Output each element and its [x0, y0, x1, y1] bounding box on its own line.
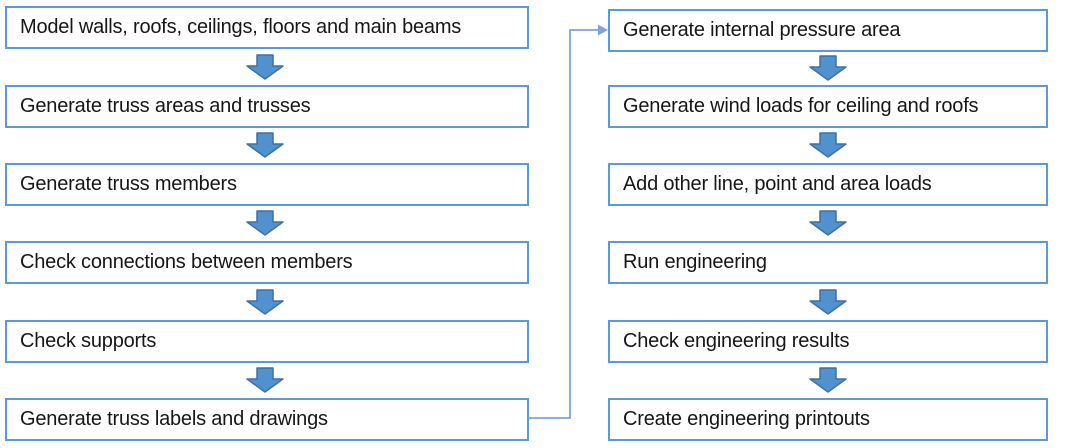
flow-step-right-5: Check engineering results — [608, 320, 1048, 363]
flow-step-left-4: Check connections between members — [5, 241, 529, 284]
flow-step-left-3: Generate truss members — [5, 163, 529, 206]
down-arrow-icon — [809, 289, 847, 315]
flow-step-left-2: Generate truss areas and trusses — [5, 85, 529, 128]
down-arrow-icon — [246, 367, 284, 393]
flow-step-label: Create engineering printouts — [623, 408, 870, 430]
flow-step-right-1: Generate internal pressure area — [608, 9, 1048, 52]
flow-step-right-2: Generate wind loads for ceiling and roof… — [608, 85, 1048, 128]
flow-step-label: Check supports — [20, 330, 157, 352]
flow-step-label: Add other line, point and area loads — [623, 173, 932, 195]
down-arrow-icon — [809, 367, 847, 393]
down-arrow-icon — [246, 210, 284, 236]
down-arrow-icon — [246, 54, 284, 80]
down-arrow-icon — [246, 132, 284, 158]
flow-step-right-6: Create engineering printouts — [608, 398, 1048, 441]
flow-step-label: Check engineering results — [623, 330, 850, 352]
flow-step-right-4: Run engineering — [608, 241, 1048, 284]
down-arrow-icon — [809, 132, 847, 158]
flow-step-left-5: Check supports — [5, 320, 529, 363]
flow-step-label: Run engineering — [623, 251, 767, 273]
flow-step-label: Model walls, roofs, ceilings, floors and… — [20, 16, 462, 38]
flow-step-left-1: Model walls, roofs, ceilings, floors and… — [5, 6, 529, 49]
flow-step-right-3: Add other line, point and area loads — [608, 163, 1048, 206]
flow-step-label: Generate wind loads for ceiling and roof… — [623, 95, 979, 117]
flow-step-label: Generate truss members — [20, 173, 237, 195]
flow-step-label: Generate truss labels and drawings — [20, 408, 328, 430]
flow-step-label: Generate internal pressure area — [623, 19, 901, 41]
down-arrow-icon — [246, 289, 284, 315]
down-arrow-icon — [809, 55, 847, 81]
flow-step-label: Check connections between members — [20, 251, 353, 273]
down-arrow-icon — [809, 210, 847, 236]
flow-step-label: Generate truss areas and trusses — [20, 95, 311, 117]
flow-step-left-6: Generate truss labels and drawings — [5, 398, 529, 441]
